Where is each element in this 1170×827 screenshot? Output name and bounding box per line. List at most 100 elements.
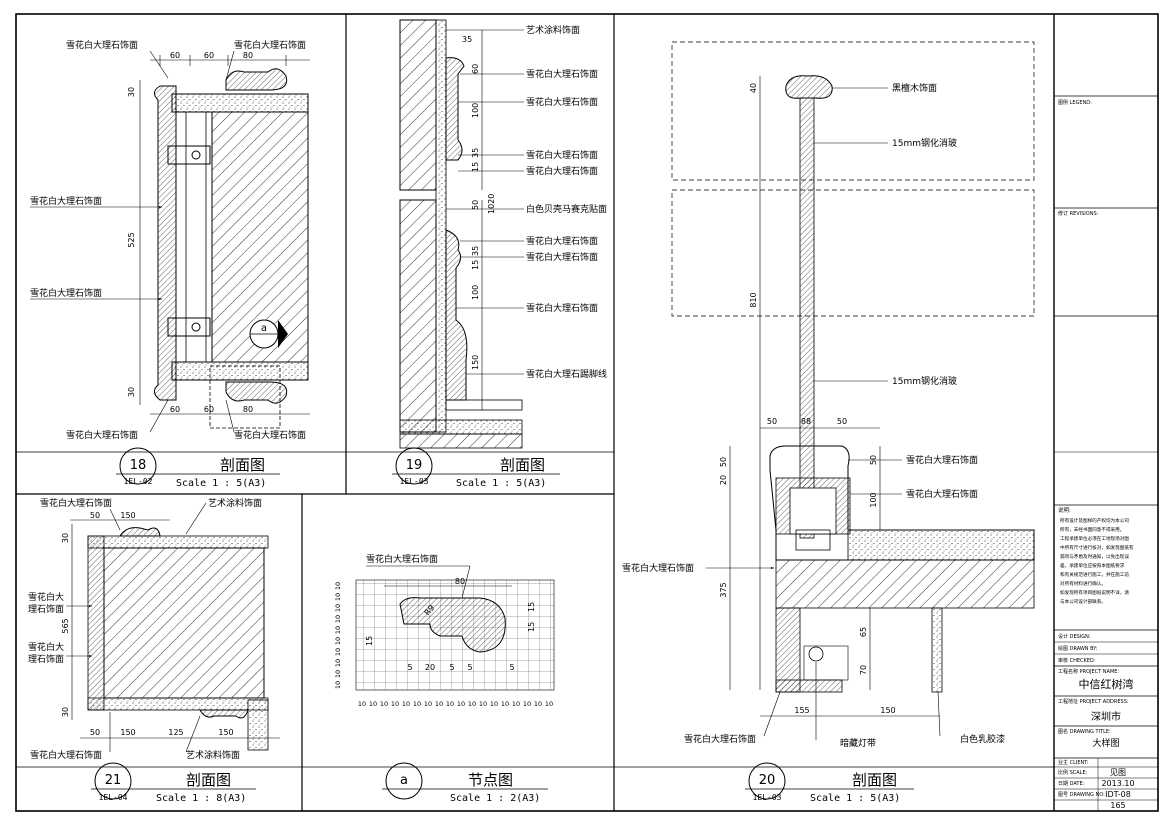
detail-number: a: [400, 773, 408, 788]
grid-dim-label: 10: [446, 700, 454, 708]
grid-dim-label: 10: [435, 700, 443, 708]
label: 雪花白大理石饰面: [30, 195, 102, 207]
detail-number: 19: [406, 458, 423, 473]
label: 黑檀木饰面: [892, 82, 937, 94]
svg-text:20: 20: [719, 475, 728, 485]
tb-note-line: 漏项与矛盾及时通知，以免出现误: [1060, 553, 1129, 560]
svg-text:88: 88: [801, 417, 811, 426]
label: 雪花白大理石饰面: [66, 429, 138, 441]
tb-note-line: 所有，未经书面同意不得采用。: [1060, 526, 1124, 533]
sheet-border: [15, 13, 1159, 812]
grid-dim-label: 10: [334, 582, 342, 590]
grid-dim-label: 10: [334, 615, 342, 623]
detail-ref: 1EL-03: [400, 477, 429, 486]
label: 理石饰面: [28, 603, 64, 615]
grid-dim-label: 10: [334, 659, 342, 667]
grid-dim-label: 10: [512, 700, 520, 708]
svg-text:100: 100: [869, 492, 878, 507]
grid-dim-label: 10: [479, 700, 487, 708]
tb-note-line: 和有关规范进行施工，并在施工前: [1060, 571, 1129, 578]
label: 15mm钢化消玻: [892, 137, 957, 149]
svg-text:35: 35: [471, 148, 480, 158]
grid-dim-label: 10: [334, 593, 342, 601]
grid-dim-label: 10: [380, 700, 388, 708]
svg-text:5: 5: [467, 663, 472, 672]
tb-scale: 见图: [1110, 768, 1126, 777]
svg-text:绘图 DRAWN BY:: 绘图 DRAWN BY:: [1058, 645, 1098, 652]
svg-text:设计 DESIGN:: 设计 DESIGN:: [1058, 633, 1091, 640]
label: 雪花白大理石饰面: [366, 553, 438, 565]
svg-text:60: 60: [204, 405, 214, 414]
tb-project-address: 深圳市: [1091, 710, 1121, 723]
grid-dim-label: 10: [523, 700, 531, 708]
tb-note-line: 工程承建单位必须在工地现场对图: [1060, 535, 1129, 542]
grid-dim-label: 10: [391, 700, 399, 708]
svg-text:150: 150: [218, 728, 233, 737]
label: 艺术涂料饰面: [208, 497, 262, 509]
label: 雪花白大理石饰面: [234, 39, 306, 51]
svg-text:150: 150: [120, 728, 135, 737]
svg-text:525: 525: [127, 232, 136, 247]
svg-text:125: 125: [168, 728, 183, 737]
svg-text:60: 60: [471, 64, 480, 74]
label: 暗藏灯带: [840, 737, 876, 749]
detail-18: a 60 60 80 30 525 30 60 60 80 雪花白大理石饰面 雪…: [30, 39, 310, 489]
svg-text:1020: 1020: [487, 194, 496, 214]
svg-text:图名 DRAWING TITLE:: 图名 DRAWING TITLE:: [1058, 728, 1111, 735]
svg-text:80: 80: [455, 577, 465, 586]
tb-page: 165: [1110, 801, 1125, 810]
tb-revisions: 修订 REVISIONS:: [1058, 210, 1099, 217]
grid-dim-label: 10: [334, 670, 342, 678]
grid-dim-label: 10: [501, 700, 509, 708]
detail-number: 21: [105, 773, 122, 788]
grid-dim-label: 10: [334, 637, 342, 645]
svg-text:日期 DATE:: 日期 DATE:: [1058, 781, 1085, 787]
label: 雪花白大理石饰面: [526, 302, 598, 314]
grid-dim-label: 10: [468, 700, 476, 708]
svg-text:60: 60: [170, 51, 180, 60]
svg-text:810: 810: [749, 292, 758, 307]
tb-date: 2013.10: [1101, 779, 1134, 788]
detail-19: 35 60 100 35 15 50 1020 35 15 100 150 艺术…: [392, 19, 607, 489]
svg-text:150: 150: [120, 511, 135, 520]
tb-note-line: 与本公司设计部联系。: [1060, 598, 1106, 605]
svg-text:15: 15: [365, 636, 374, 646]
svg-text:30: 30: [61, 533, 70, 543]
detail-title: 剖面图: [220, 456, 265, 474]
detail-ref: 1EL-02: [124, 477, 153, 486]
label: 雪花白大理石饰面: [30, 287, 102, 299]
tb-notes: 所有设计及图样的产权均为本公司所有，未经书面同意不得采用。工程承建单位必须在工地…: [1060, 517, 1134, 605]
grid-dim-label: 10: [413, 700, 421, 708]
label: 雪花白大理石饰面: [30, 749, 102, 761]
grid-dim-label: 10: [402, 700, 410, 708]
grid-dim-label: 10: [334, 681, 342, 689]
label: 白色乳胶漆: [960, 733, 1005, 745]
detail-scale: Scale 1 : 5(A3): [176, 478, 266, 489]
tb-note-line: 差。承建单位应按照本图纸要求: [1060, 562, 1125, 569]
label: 雪花白大理石饰面: [526, 235, 598, 247]
svg-text:155: 155: [794, 706, 809, 715]
label: 雪花白大: [28, 591, 64, 603]
label: 理石饰面: [28, 653, 64, 665]
svg-text:50: 50: [90, 511, 100, 520]
label: 雪花白大理石踢脚线: [526, 368, 607, 380]
label: 艺术涂料饰面: [526, 24, 580, 36]
label: 雪花白大理石饰面: [526, 96, 598, 108]
svg-text:65: 65: [859, 627, 868, 637]
grid-dim-label: 10: [545, 700, 553, 708]
svg-text:50: 50: [719, 457, 728, 467]
svg-text:工程地址 PROJECT ADDRESS:: 工程地址 PROJECT ADDRESS:: [1058, 698, 1129, 705]
label: 雪花白大理石饰面: [66, 39, 138, 51]
grid-dim-label: 10: [334, 604, 342, 612]
svg-text:375: 375: [719, 582, 728, 597]
label: 艺术涂料饰面: [186, 749, 240, 761]
tb-note-line: 所有设计及图样的产权均为本公司: [1060, 517, 1129, 524]
label: 雪花白大理石饰面: [526, 68, 598, 80]
svg-text:70: 70: [859, 665, 868, 675]
tb-note-line: 中所有尺寸进行核对，如发现图纸有: [1060, 544, 1134, 551]
svg-text:5: 5: [509, 663, 514, 672]
tb-note-line: 如发现所有项目图纸说明不详，请: [1060, 589, 1129, 596]
